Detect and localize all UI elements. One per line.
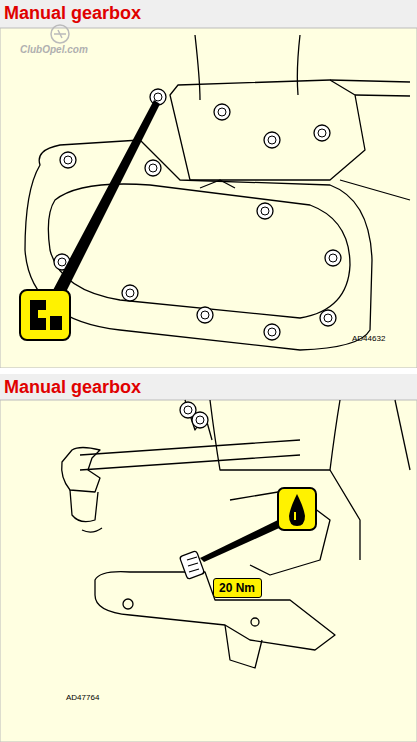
sealant-icon	[20, 290, 70, 340]
header-band	[0, 0, 417, 28]
bracket	[95, 572, 335, 650]
header-band	[0, 374, 417, 400]
bolt	[264, 132, 280, 148]
bolt	[150, 89, 166, 105]
cover-recess	[48, 184, 350, 318]
housing	[195, 35, 300, 100]
flange	[170, 80, 365, 180]
figure-code: AD44632	[352, 334, 385, 343]
rod-elbow	[62, 448, 100, 493]
bolt	[314, 125, 330, 141]
panel-ground	[0, 400, 417, 742]
bolt	[60, 152, 76, 168]
leader-line	[200, 518, 288, 562]
bolt	[122, 285, 138, 301]
leader-line	[52, 100, 160, 292]
panel-heading: Manual gearbox	[4, 3, 141, 24]
oil-icon	[278, 488, 316, 530]
sensor-switch	[179, 551, 204, 580]
bolt	[214, 104, 230, 120]
bolt	[145, 160, 161, 176]
panel-ground	[0, 28, 417, 368]
torque-box: 20 Nm	[213, 578, 262, 598]
shift-rod	[80, 440, 300, 470]
bolt	[192, 412, 208, 428]
panel-heading: Manual gearbox	[4, 377, 141, 398]
logo-mark	[51, 25, 69, 43]
torque-value: 20 Nm	[219, 581, 256, 595]
bolt	[264, 324, 280, 340]
bolt	[325, 250, 341, 266]
bolt	[197, 307, 213, 323]
figure-code: AD47764	[66, 693, 99, 702]
watermark: ClubOpel.com	[20, 44, 88, 55]
bolt	[320, 310, 336, 326]
bolt	[257, 203, 273, 219]
